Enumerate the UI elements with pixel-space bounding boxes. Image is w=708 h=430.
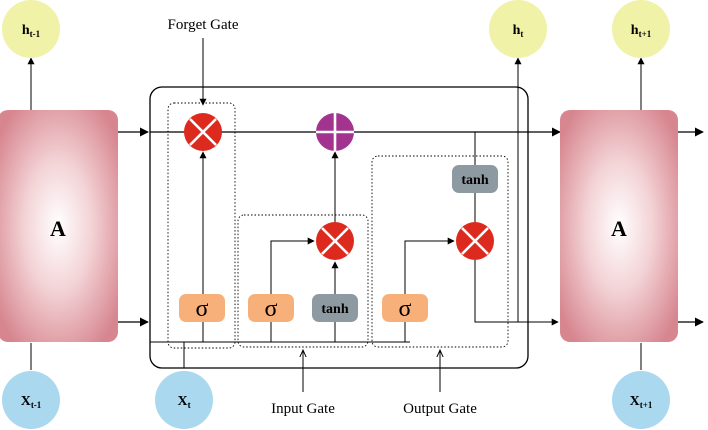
- svg-text:Xt-1: Xt-1: [21, 394, 42, 410]
- forget-sigmoid: σ: [179, 294, 225, 322]
- h-prev-base: h: [22, 23, 30, 38]
- forget-multiply-op: [184, 113, 222, 151]
- cell-next: A: [560, 110, 678, 342]
- h-curr-base: h: [513, 23, 521, 38]
- x-next-node: Xt+1: [612, 371, 670, 429]
- h-next-node: ht+1: [612, 0, 670, 58]
- input-gate-label: Input Gate: [271, 401, 335, 417]
- x-curr-node: Xt: [155, 371, 213, 429]
- svg-text:Xt: Xt: [177, 394, 190, 410]
- x-prev-base: X: [21, 394, 31, 409]
- h-curr-node: ht: [489, 0, 547, 58]
- svg-text:ht+1: ht+1: [631, 23, 652, 39]
- x-curr-sub: t: [188, 400, 191, 410]
- output-sigma-path: [404, 237, 455, 294]
- x-curr-base: X: [177, 394, 187, 409]
- cell-next-label: A: [611, 216, 627, 241]
- output-tanh-label: tanh: [461, 173, 488, 188]
- h-next-sub: t+1: [639, 29, 652, 39]
- x-prev-node: Xt-1: [2, 371, 60, 429]
- add-op: [316, 113, 354, 151]
- output-gate-label: Output Gate: [403, 401, 477, 417]
- svg-text:ht: ht: [513, 23, 524, 39]
- forget-sigmoid-label: σ: [196, 296, 209, 322]
- h-curr-sub: t: [520, 29, 523, 39]
- h-prev-sub: t-1: [30, 29, 41, 39]
- output-sigmoid: σ: [382, 294, 428, 322]
- x-next-base: X: [630, 394, 640, 409]
- input-tanh: tanh: [312, 294, 358, 322]
- output-sigmoid-label: σ: [399, 296, 412, 322]
- input-tanh-label: tanh: [321, 302, 348, 317]
- h-next-base: h: [631, 23, 639, 38]
- input-sigmoid-label: σ: [265, 296, 278, 322]
- x-next-sub: t+1: [640, 400, 653, 410]
- forget-gate-region: [167, 102, 236, 349]
- x-prev-sub: t-1: [31, 400, 42, 410]
- forget-gate-label: Forget Gate: [168, 17, 239, 33]
- svg-text:Xt+1: Xt+1: [630, 394, 653, 410]
- cell-prev: A: [0, 110, 118, 342]
- output-multiply-op: [456, 222, 494, 260]
- ht-out-path: [474, 260, 559, 326]
- h-prev-node: ht-1: [2, 0, 60, 58]
- input-gate-region: [237, 214, 369, 348]
- lstm-cell-box: [149, 86, 529, 369]
- output-tanh: tanh: [452, 165, 498, 193]
- input-multiply-op: [316, 222, 354, 260]
- svg-text:ht-1: ht-1: [22, 23, 41, 39]
- cell-prev-label: A: [50, 216, 66, 241]
- input-sigmoid: σ: [248, 294, 294, 322]
- input-sigma-path: [270, 237, 315, 294]
